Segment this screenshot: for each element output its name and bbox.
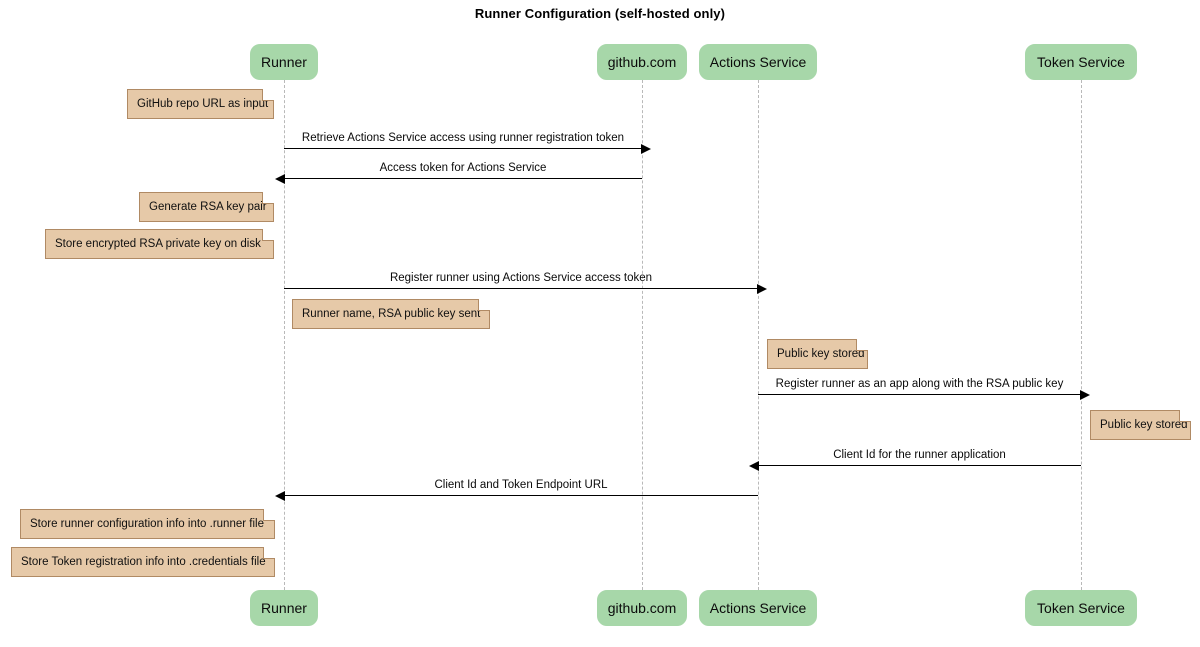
note-public-key-stored-token: Public key stored [1090, 410, 1191, 440]
note-store-token-registration-text: Store Token registration info into .cred… [21, 556, 266, 568]
arrowhead-icon [275, 491, 285, 501]
note-store-runner-configuration: Store runner configuration info into .ru… [20, 509, 275, 539]
lifeline-github [642, 80, 643, 590]
note-runner-name-rsa-public-key-text: Runner name, RSA public key sent [302, 308, 481, 320]
msg-access-token-for-actions-service-label: Access token for Actions Service [379, 162, 547, 174]
lifeline-token [1081, 80, 1082, 590]
participant-actions-top[interactable]: Actions Service [699, 44, 817, 80]
note-fold-corner-icon [263, 547, 275, 559]
diagram-title: Runner Configuration (self-hosted only) [474, 6, 726, 21]
note-store-encrypted-rsa-private-key: Store encrypted RSA private key on disk [45, 229, 274, 259]
note-fold-corner-icon [856, 339, 868, 351]
msg-register-runner-using-access-token-label: Register runner using Actions Service ac… [389, 272, 653, 284]
lifeline-actions [758, 80, 759, 590]
msg-client-id-for-runner-application-label: Client Id for the runner application [833, 449, 1006, 461]
note-generate-rsa-key-pair: Generate RSA key pair [139, 192, 274, 222]
note-fold-corner-icon [262, 229, 274, 241]
arrowhead-icon [749, 461, 759, 471]
note-fold-corner-icon [262, 89, 274, 101]
note-public-key-stored-actions-text: Public key stored [777, 348, 865, 360]
note-github-repo-url: GitHub repo URL as input [127, 89, 274, 119]
participant-runner-top[interactable]: Runner [250, 44, 318, 80]
note-fold-corner-icon [478, 299, 490, 311]
note-fold-corner-icon [262, 192, 274, 204]
note-fold-corner-icon [263, 509, 275, 521]
arrowhead-icon [757, 284, 767, 294]
participant-github-top[interactable]: github.com [597, 44, 687, 80]
note-store-token-registration: Store Token registration info into .cred… [11, 547, 275, 577]
note-public-key-stored-token-text: Public key stored [1100, 419, 1188, 431]
arrowhead-icon [1080, 390, 1090, 400]
note-public-key-stored-actions: Public key stored [767, 339, 868, 369]
msg-access-token-for-actions-service-arrow [275, 174, 642, 184]
participant-token-top[interactable]: Token Service [1025, 44, 1137, 80]
msg-register-runner-as-an-app-label: Register runner as an app along with the… [775, 378, 1064, 390]
msg-register-runner-as-an-app-arrow [758, 390, 1090, 400]
participant-github-bottom[interactable]: github.com [597, 590, 687, 626]
msg-retrieve-actions-service-access-arrow [284, 144, 651, 154]
msg-retrieve-actions-service-access-label: Retrieve Actions Service access using ru… [301, 132, 625, 144]
msg-client-id-for-runner-application-arrow [749, 461, 1081, 471]
participant-actions-bottom[interactable]: Actions Service [699, 590, 817, 626]
arrowhead-icon [275, 174, 285, 184]
note-fold-corner-icon [1179, 410, 1191, 422]
participant-runner-bottom[interactable]: Runner [250, 590, 318, 626]
msg-client-id-and-token-endpoint-url-label: Client Id and Token Endpoint URL [434, 479, 608, 491]
participant-token-bottom[interactable]: Token Service [1025, 590, 1137, 626]
lifeline-runner [284, 80, 285, 590]
note-store-runner-configuration-text: Store runner configuration info into .ru… [30, 518, 264, 530]
note-github-repo-url-text: GitHub repo URL as input [137, 98, 269, 110]
note-runner-name-rsa-public-key: Runner name, RSA public key sent [292, 299, 490, 329]
note-store-encrypted-rsa-private-key-text: Store encrypted RSA private key on disk [55, 238, 261, 250]
msg-client-id-and-token-endpoint-url-arrow [275, 491, 758, 501]
msg-register-runner-using-access-token-arrow [284, 284, 767, 294]
note-generate-rsa-key-pair-text: Generate RSA key pair [149, 201, 267, 213]
arrowhead-icon [641, 144, 651, 154]
